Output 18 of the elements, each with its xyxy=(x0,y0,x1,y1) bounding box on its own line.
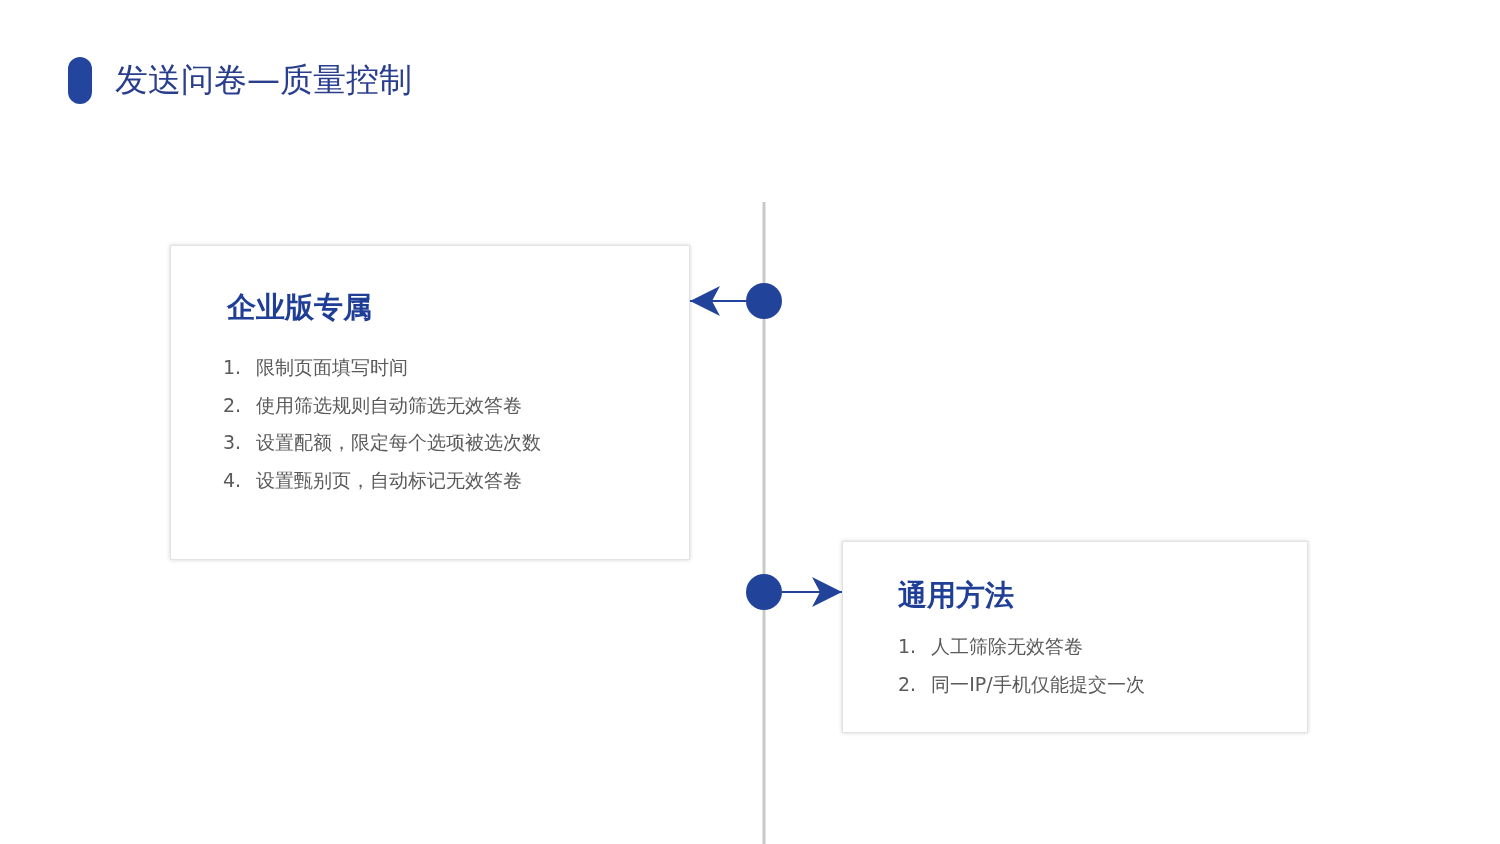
list-item: 1. 人工筛除无效答卷 xyxy=(898,634,1084,658)
list-item: 1. 限制页面填写时间 xyxy=(223,355,409,379)
card xyxy=(842,541,1308,733)
card-heading: 企业版专属 xyxy=(227,290,372,324)
chevron-arrow xyxy=(781,577,843,607)
list-item: 2. 同一IP/手机仅能提交一次 xyxy=(898,672,1145,696)
timeline-line xyxy=(762,319,766,574)
list-item: 4. 设置甄别页，自动标记无效答卷 xyxy=(223,468,523,493)
timeline-line xyxy=(762,610,766,844)
page-title: 发送问卷—质量控制 xyxy=(115,59,412,101)
list-item: 3. 设置配额，限定每个选项被选次数 xyxy=(223,430,542,455)
list-item: 2. 使用筛选规则自动筛选无效答卷 xyxy=(223,392,523,417)
timeline-line xyxy=(762,202,766,283)
timeline-dot xyxy=(746,574,782,610)
chevron-arrow xyxy=(689,286,747,316)
card xyxy=(170,245,690,560)
card-heading: 通用方法 xyxy=(898,578,1014,612)
timeline-dot xyxy=(746,283,782,319)
